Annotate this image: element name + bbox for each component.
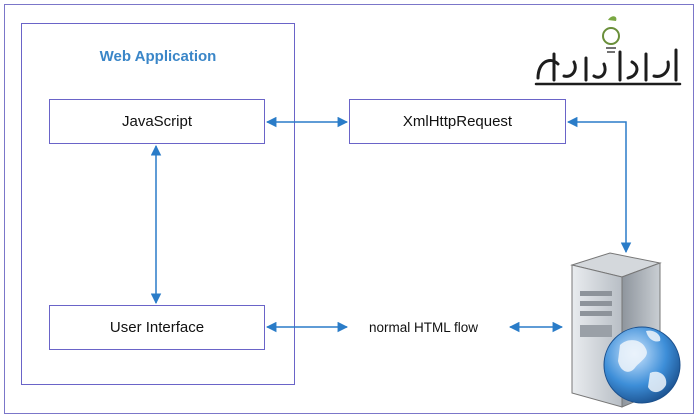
web-application-title: Web Application bbox=[99, 48, 217, 65]
user-interface-node: User Interface bbox=[49, 305, 265, 350]
web-application-container bbox=[21, 23, 295, 385]
javascript-node: JavaScript bbox=[49, 99, 265, 144]
logo-icon bbox=[534, 16, 682, 86]
server-globe-icon bbox=[570, 252, 681, 408]
xmlhttprequest-node: XmlHttpRequest bbox=[349, 99, 566, 144]
outer-frame bbox=[4, 4, 694, 414]
xhr-server-arrow bbox=[566, 116, 632, 254]
normal-html-flow-label: normal HTML flow bbox=[369, 320, 479, 335]
